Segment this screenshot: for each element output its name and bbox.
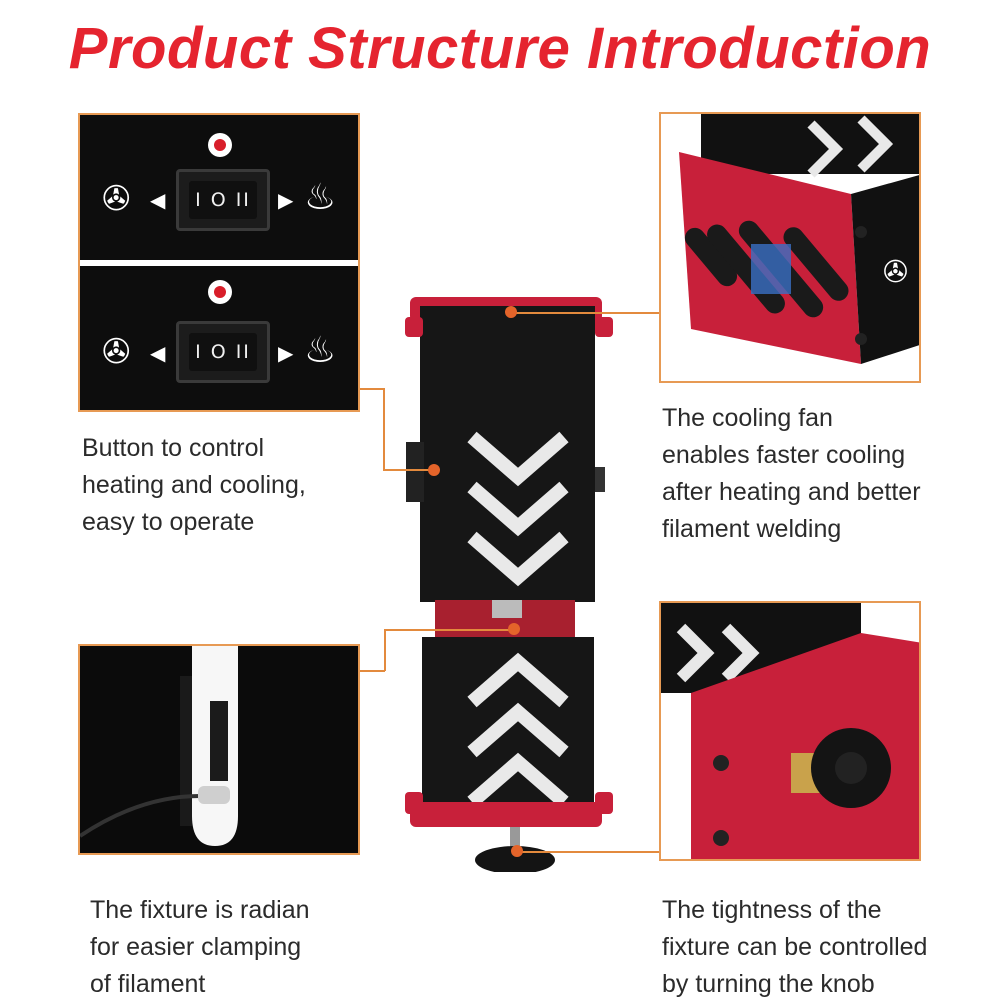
fan-icon: ✇ — [102, 179, 131, 219]
leader-line-fixture — [360, 670, 385, 672]
page-title: Product Structure Introduction — [68, 16, 932, 81]
callout-dot-button — [428, 464, 440, 476]
fan-icon: ✇ — [102, 332, 131, 372]
rocker-switch: I O II — [176, 169, 270, 231]
left-arrow-icon: ◀ — [150, 188, 166, 212]
caption-knob: The tightness of the fixture can be cont… — [662, 896, 928, 998]
caption-fan: The cooling fan enables faster cooling a… — [662, 404, 921, 543]
knob-closeup-panel — [659, 601, 921, 861]
caption-fixture: The fixture is radian for easier clampin… — [90, 896, 310, 998]
caption-button: Button to control heating and cooling, e… — [82, 434, 306, 536]
fixture-closeup-panel — [78, 644, 360, 855]
flame-icon: ♨ — [304, 330, 337, 371]
leader-line-knob — [517, 851, 659, 853]
fixture-slot-illustration — [80, 646, 358, 853]
leader-line-fixture — [385, 629, 515, 631]
leader-line-fan — [512, 312, 659, 314]
switch-view-top: ✇ ◀ I O II ▶ ♨ — [80, 115, 358, 260]
right-arrow-icon: ▶ — [278, 341, 294, 365]
rocker-switch: I O II — [176, 321, 270, 383]
leader-line-fixture — [384, 629, 386, 671]
filament-welder-device — [405, 297, 613, 872]
switch-divider — [80, 260, 358, 266]
callout-dot-knob — [511, 845, 523, 857]
flame-icon: ♨ — [304, 177, 337, 218]
leader-line-button — [360, 388, 384, 390]
left-arrow-icon: ◀ — [150, 341, 166, 365]
svg-text:✇: ✇ — [883, 255, 908, 290]
switch-view-bottom: ✇ ◀ I O II ▶ ♨ — [80, 266, 358, 410]
indicator-light — [208, 133, 232, 157]
knob-side-illustration — [661, 603, 919, 859]
leader-line-button — [383, 388, 385, 470]
switch-closeup-panel: ✇ ◀ I O II ▶ ♨ ✇ ◀ I O II ▶ ♨ — [78, 113, 360, 412]
indicator-light — [208, 280, 232, 304]
fan-housing-illustration: ✇ — [679, 114, 919, 364]
callout-dot-fan — [505, 306, 517, 318]
rocker-label: I O II — [189, 333, 257, 371]
callout-dot-fixture — [508, 623, 520, 635]
right-arrow-icon: ▶ — [278, 188, 294, 212]
rocker-label: I O II — [189, 181, 257, 219]
leader-line-button — [383, 469, 433, 471]
cooling-fan-closeup-panel: ✇ — [659, 112, 921, 383]
